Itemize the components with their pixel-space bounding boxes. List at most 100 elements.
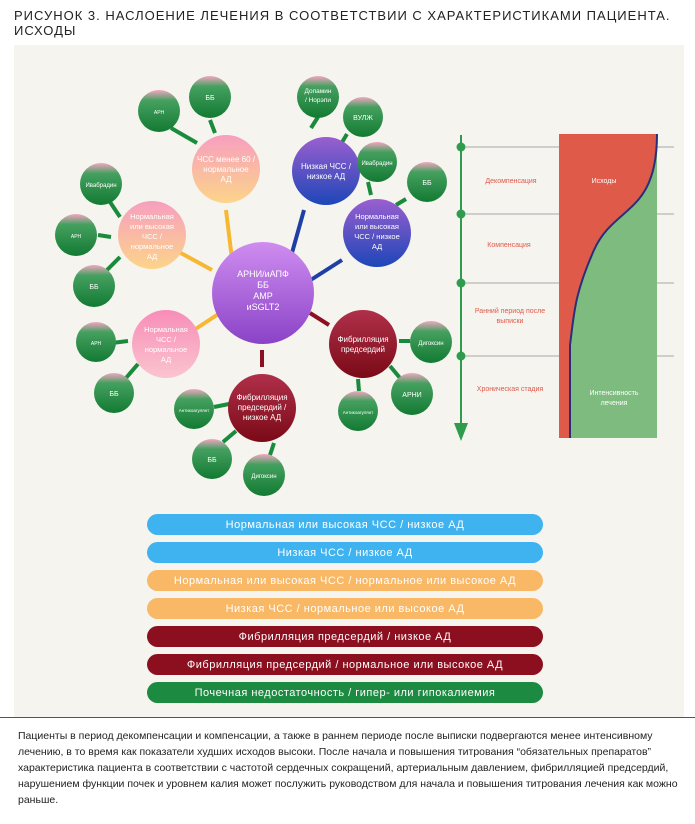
connector-sat — [97, 233, 112, 239]
satellite-circle — [94, 373, 134, 413]
group-label: Фибрилляция — [337, 335, 388, 344]
satellite-label: / Норэпи — [305, 97, 331, 104]
satellite-label: АРН — [71, 234, 82, 240]
group-circle — [192, 135, 260, 203]
timeline-marker — [456, 142, 466, 152]
group-label: ЧСС / низкое — [354, 232, 400, 241]
group-label: АД — [372, 242, 382, 251]
group-label: нормальное — [203, 165, 249, 174]
timeline-marker — [456, 209, 466, 219]
center-line-1: АРНИ/иАПФ — [237, 269, 289, 279]
satellite-circle — [174, 389, 214, 429]
timeline-marker — [456, 278, 466, 288]
connector-sat — [124, 362, 140, 380]
group-label: Нормальная — [144, 325, 188, 334]
intensity-curve — [569, 133, 658, 438]
stage-label-early-post-discharge: Ранний период после — [475, 307, 545, 315]
satellite-circle — [189, 76, 231, 118]
satellite-circle — [192, 439, 232, 479]
legend-bar: Низкая ЧСС / низкое АД — [147, 542, 543, 563]
satellite-label: АРН — [91, 341, 102, 347]
group-label: предсердий / — [238, 403, 287, 412]
satellite-label: ББ — [422, 180, 432, 187]
legend-bar: Нормальная или высокая ЧСС / нормальное … — [147, 570, 543, 591]
connector-sat — [104, 255, 122, 273]
timeline-marker — [456, 351, 466, 361]
stage-label-chronic: Хроническая стадия — [477, 386, 544, 393]
connector-sat — [309, 115, 320, 130]
group-label: низкое АД — [307, 172, 346, 181]
stage-label-early-post-discharge-2: выписки — [497, 318, 524, 325]
satellite-circle — [138, 90, 180, 132]
group-af-low: Фибрилляция предсердий / низкое АД Антик… — [174, 374, 296, 496]
legend-bar: Почечная недостаточность / гипер- или ги… — [147, 682, 543, 703]
group-label: Нормальная — [130, 212, 174, 221]
outcomes-label: Исходы — [592, 178, 617, 185]
group-circle — [118, 201, 186, 269]
center-line-4: иSGLT2 — [247, 302, 280, 312]
satellite-label: Ивабрадин — [85, 183, 116, 189]
connector-af-normal — [308, 311, 331, 327]
satellite-label: Дигоксин — [251, 474, 276, 480]
satellite-circle — [73, 265, 115, 307]
center-line-2: ББ — [257, 280, 269, 290]
stage-label-decompensation: Декомпенсация — [485, 178, 536, 185]
intensity-label: Интенсивность — [589, 390, 638, 397]
satellite-circle — [243, 454, 285, 496]
satellite-circle — [80, 163, 122, 205]
figure-panel: АРНИ/иАПФ ББ АМР иSGLT2 ЧСС менее 60 / н… — [14, 45, 684, 717]
group-normal-hr: Нормальная ЧСС / нормальное АД АРН ББ — [76, 310, 200, 413]
satellite-circle — [357, 142, 397, 182]
satellite-circle — [407, 162, 447, 202]
group-label: низкое АД — [243, 413, 282, 422]
connector-sat — [366, 181, 373, 196]
group-label: АД — [147, 252, 157, 261]
satellite-label: ББ — [109, 391, 119, 398]
group-af-normal: Фибрилляция предсердий Дигоксин АРНИ Ант… — [329, 310, 452, 431]
intensity-label-2: лечения — [601, 400, 628, 407]
group-label: или высокая — [355, 222, 399, 231]
satellite-label: ББ — [207, 457, 217, 464]
group-circle — [292, 137, 360, 205]
connector-lines — [97, 115, 410, 456]
group-label: АД — [220, 175, 232, 184]
satellite-label: Допамин — [305, 88, 332, 95]
satellite-label: ВУЛЖ — [353, 115, 373, 122]
group-circle — [228, 374, 296, 442]
group-label: ЧСС менее 60 / — [197, 155, 256, 164]
center-line-3: АМР — [253, 291, 273, 301]
satellite-label: АРН — [154, 110, 165, 116]
satellite-label: Дигоксин — [418, 341, 443, 347]
group-lowhr-low: Низкая ЧСС / низкое АД Допамин / Норэпи … — [292, 76, 383, 205]
satellite-circle — [410, 321, 452, 363]
connector-normhr-normal — [178, 250, 213, 272]
connector-sat — [208, 119, 217, 134]
satellite-label: ББ — [205, 95, 215, 102]
group-circle — [343, 199, 411, 267]
connector-normal-hr — [192, 311, 222, 332]
group-label: ЧСС / — [156, 335, 177, 344]
connector-sat — [108, 200, 122, 219]
connector-sat — [388, 364, 402, 380]
satellite-label: Антикоагулянт — [343, 410, 374, 415]
group-label: Низкая ЧСС / — [301, 162, 352, 171]
group-normhr-low: Нормальная или высокая ЧСС / низкое АД И… — [343, 142, 447, 267]
group-label: нормальное — [131, 242, 174, 251]
legend-bar: Низкая ЧСС / нормальное или высокое АД — [147, 598, 543, 619]
satellite-label: Ивабрадин — [361, 161, 392, 167]
treatment-diagram: АРНИ/иАПФ ББ АМР иSGLT2 ЧСС менее 60 / н… — [55, 76, 674, 496]
satellite-circle — [391, 373, 433, 415]
intensity-area — [570, 134, 657, 438]
legend-bar: Фибрилляция предсердий / нормальное или … — [147, 654, 543, 675]
satellite-circle — [55, 214, 97, 256]
stage-label-compensation: Компенсация — [487, 242, 531, 249]
legend-bar: Нормальная или высокая ЧСС / низкое АД — [147, 514, 543, 535]
timeline: Декомпенсация Компенсация Ранний период … — [454, 133, 674, 441]
group-label: ЧСС / — [142, 232, 163, 241]
group-lowhr-normal: ЧСС менее 60 / нормальное АД АРН ББ — [138, 76, 260, 203]
connector-sat — [268, 442, 276, 456]
group-label: предсердий — [341, 345, 385, 354]
group-label: или высокая — [130, 222, 174, 231]
satellite-circle — [76, 322, 116, 362]
connector-sat — [221, 429, 238, 444]
